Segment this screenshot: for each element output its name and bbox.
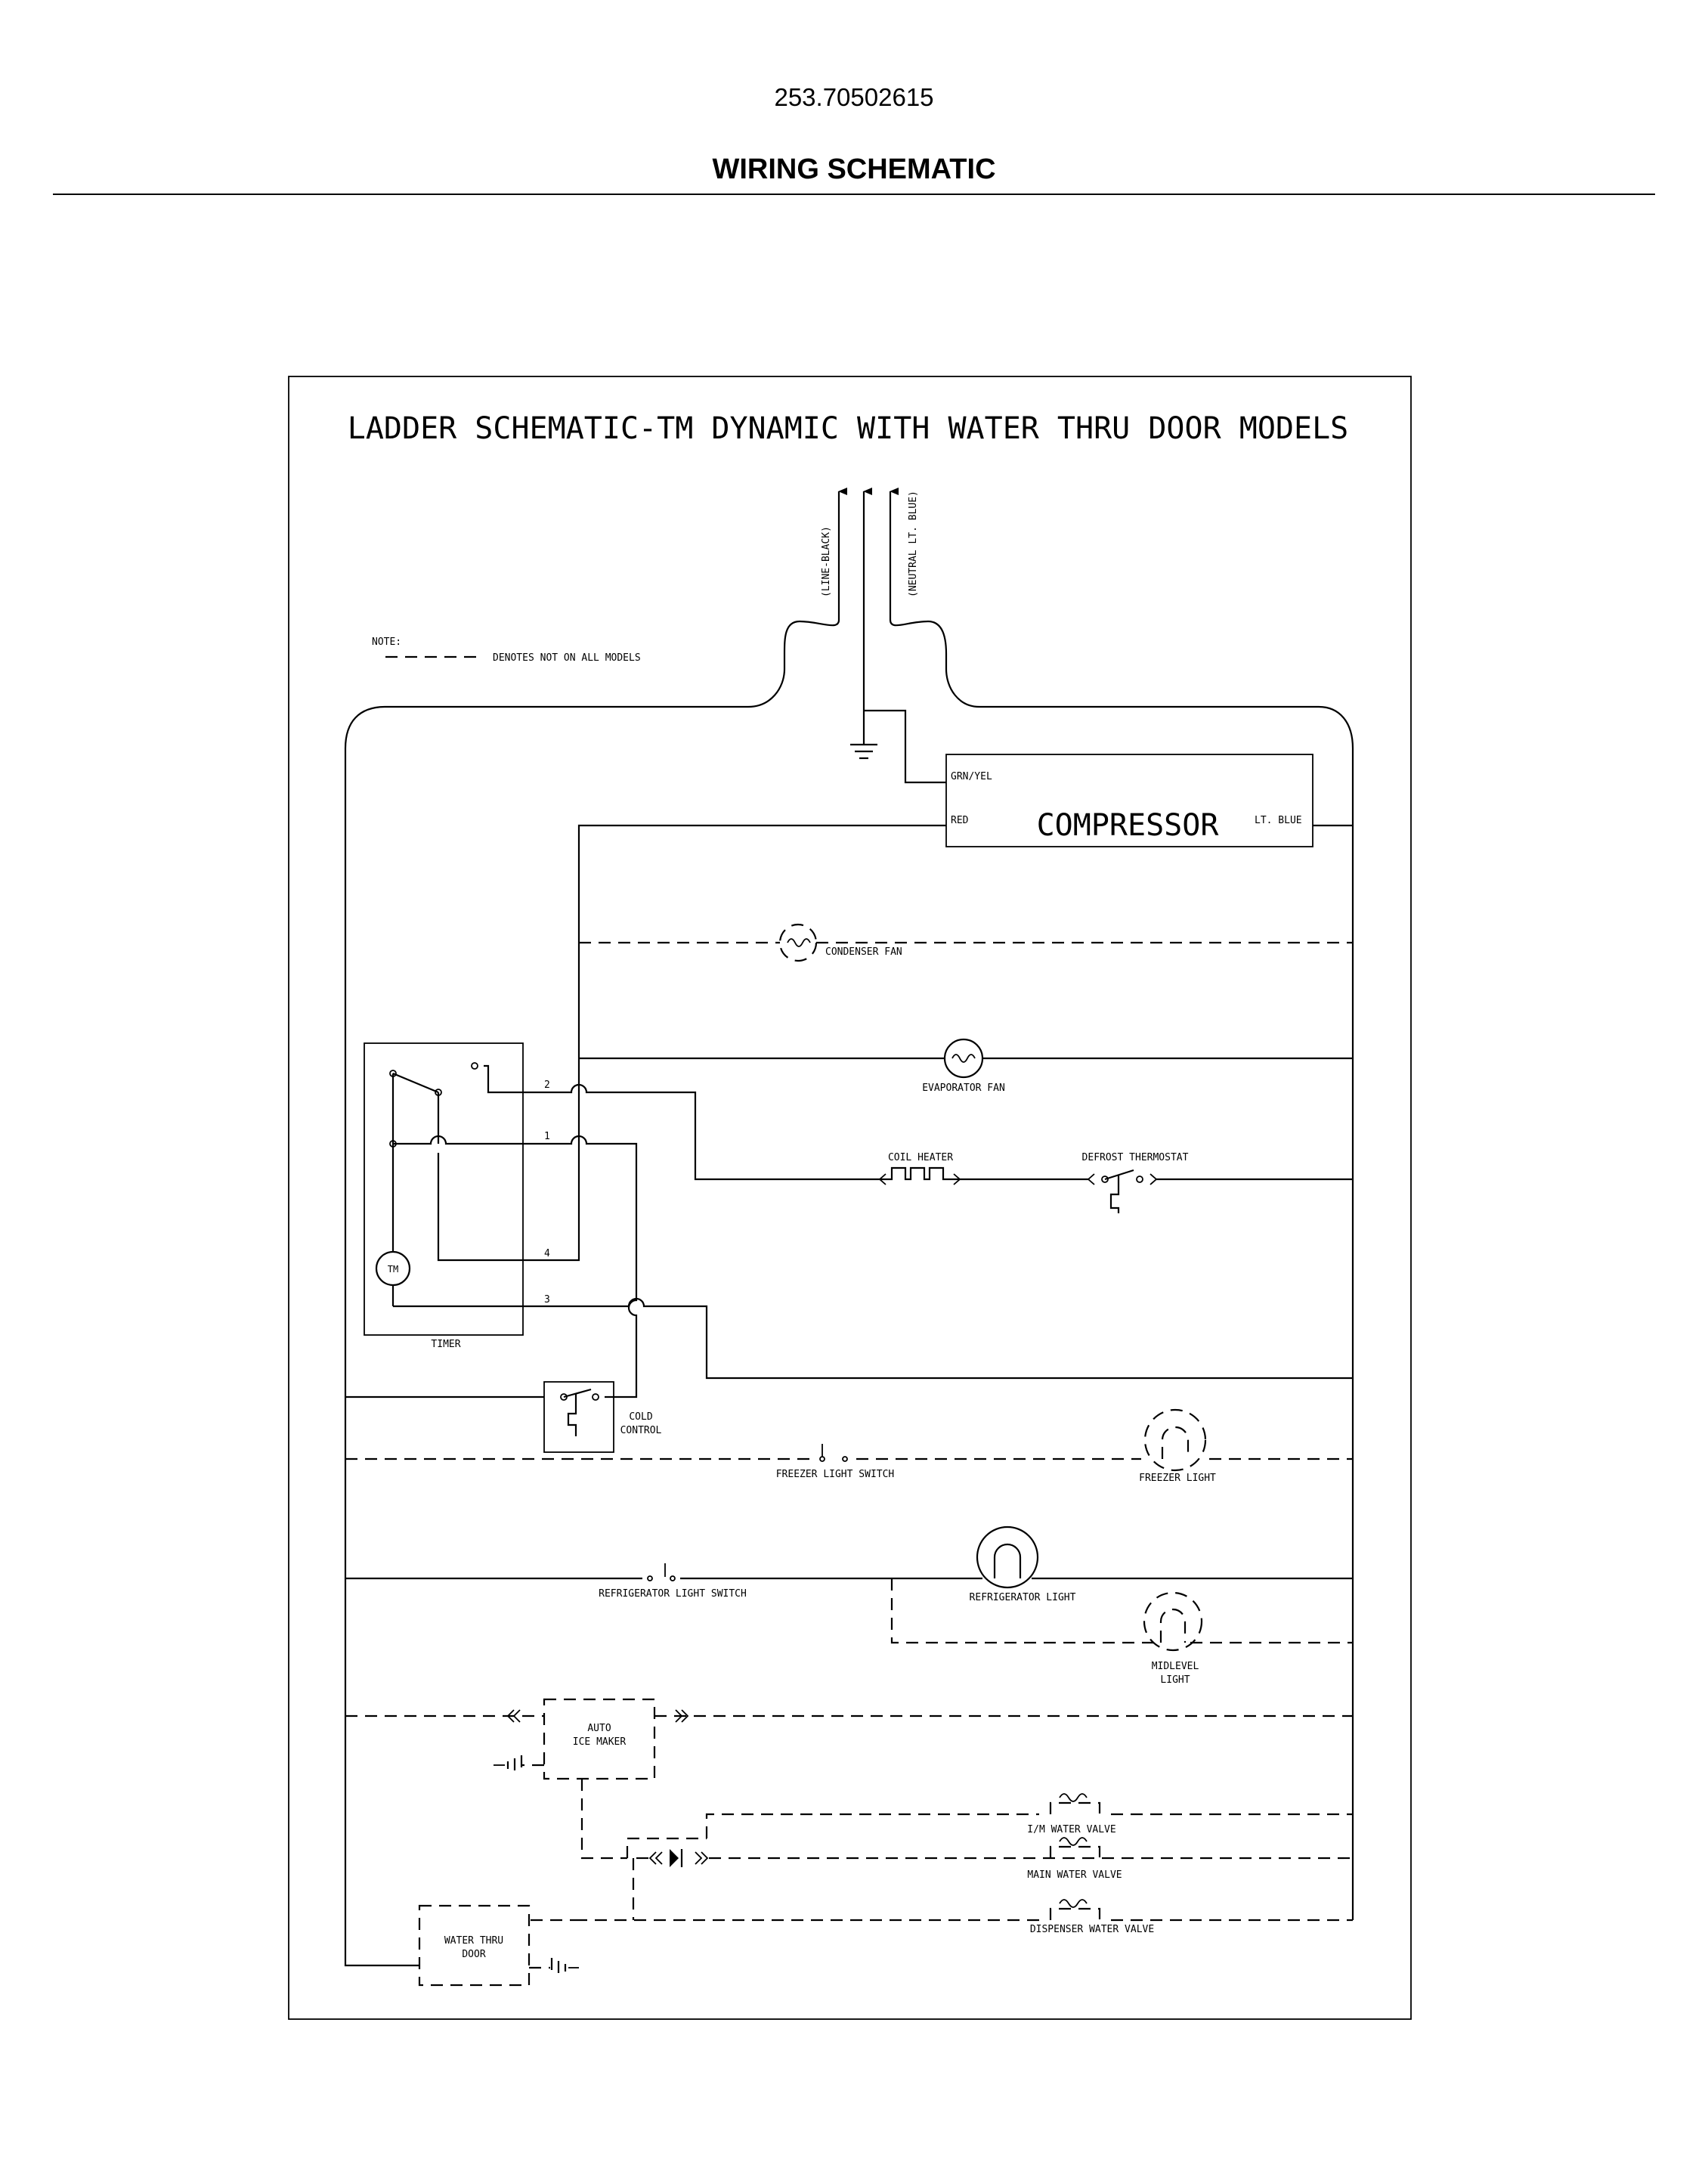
water-thru-door-ground-icon xyxy=(529,1958,579,1978)
midlevel-light-wire-left xyxy=(890,1578,1156,1644)
midlevel-light-label-2: LIGHT xyxy=(1160,1674,1190,1686)
timer-label: TIMER xyxy=(431,1339,460,1350)
main-water-valve-icon xyxy=(1049,1837,1101,1858)
main-water-valve-label: MAIN WATER VALVE xyxy=(1027,1869,1122,1881)
timer-terminal-3: 3 xyxy=(544,1294,550,1306)
cold-control-box xyxy=(543,1381,614,1453)
evaporator-fan-icon xyxy=(943,1038,984,1079)
cold-control-icon xyxy=(560,1388,599,1436)
compressor-ground-wire-label: GRN/YEL xyxy=(951,771,992,782)
timer-terminal-1: 1 xyxy=(544,1131,550,1142)
cold-control-label-1: COLD xyxy=(629,1411,652,1423)
timer-motor-label: TM xyxy=(388,1264,398,1275)
timer-external-wiring xyxy=(523,983,1353,1398)
note-heading: NOTE: xyxy=(372,637,401,648)
ice-maker-label-1: AUTO xyxy=(587,1723,611,1734)
condenser-fan-label: CONDENSER FAN xyxy=(825,946,902,958)
condenser-fan-icon xyxy=(778,923,818,962)
im-water-valve-label: I/M WATER VALVE xyxy=(1027,1824,1115,1835)
power-supply-leads xyxy=(344,488,1354,1967)
timer-box xyxy=(364,1042,524,1336)
compressor-feed-wire xyxy=(577,824,946,983)
ice-maker-label-2: ICE MAKER xyxy=(573,1736,627,1748)
midlevel-light-label-1: MIDLEVEL xyxy=(1152,1661,1199,1672)
ice-maker-connectors xyxy=(506,1709,689,1723)
line-lead-label: (LINE-BLACK) xyxy=(821,526,832,597)
freezer-light-switch-label: FREEZER LIGHT SWITCH xyxy=(776,1469,895,1480)
midlevel-light-icon xyxy=(1143,1591,1203,1652)
water-thru-door-box xyxy=(418,1904,531,1987)
compressor-red-wire-label: RED xyxy=(951,815,969,826)
defrost-thermostat-icon xyxy=(1087,1169,1158,1213)
coil-heater-icon xyxy=(877,1166,961,1185)
diagram-title: LADDER SCHEMATIC-TM DYNAMIC WITH WATER T… xyxy=(348,411,1349,446)
timer-terminal-2: 2 xyxy=(544,1079,550,1091)
water-valve-connector-icon xyxy=(648,1849,709,1867)
model-number: 253.70502615 xyxy=(774,83,933,111)
section-title: WIRING SCHEMATIC xyxy=(712,153,995,185)
note-text: DENOTES NOT ON ALL MODELS xyxy=(493,652,641,664)
refrigerator-light-icon xyxy=(976,1525,1039,1589)
compressor-box xyxy=(945,754,1313,847)
water-thru-door-label-1: WATER THRU xyxy=(444,1935,503,1947)
refrigerator-light-switch-label: REFRIGERATOR LIGHT SWITCH xyxy=(599,1588,747,1600)
coil-heater-label: COIL HEATER xyxy=(888,1152,953,1163)
neutral-lead-label: (NEUTRAL LT. BLUE) xyxy=(908,491,919,597)
compressor-label: COMPRESSOR xyxy=(1037,808,1220,843)
ice-maker-ground-icon xyxy=(494,1755,544,1775)
im-water-valve-icon xyxy=(1049,1793,1101,1814)
water-valve-wiring xyxy=(529,1779,1353,1922)
timer-terminal-4: 4 xyxy=(544,1248,550,1259)
dispenser-water-valve-label: DISPENSER WATER VALVE xyxy=(1030,1924,1154,1935)
freezer-light-icon xyxy=(1143,1408,1207,1472)
timer-motor-icon xyxy=(375,1250,411,1287)
evaporator-fan-label: EVAPORATOR FAN xyxy=(922,1083,1005,1094)
freezer-light-label: FREEZER LIGHT xyxy=(1139,1473,1216,1484)
compressor-blue-wire-label: LT. BLUE xyxy=(1255,815,1302,826)
diagram-frame xyxy=(288,376,1412,2020)
freezer-light-switch-icon xyxy=(815,1444,852,1465)
ice-maker-box xyxy=(543,1698,656,1780)
cold-control-label-2: CONTROL xyxy=(620,1425,662,1436)
dispenser-water-valve-icon xyxy=(1049,1899,1101,1920)
defrost-thermostat-label: DEFROST THERMOSTAT xyxy=(1082,1152,1189,1163)
refrigerator-light-switch-icon xyxy=(642,1563,680,1584)
timer-internal-wiring xyxy=(389,1062,523,1308)
refrigerator-light-label: REFRIGERATOR LIGHT xyxy=(970,1592,1076,1603)
water-thru-door-label-2: DOOR xyxy=(462,1949,485,1960)
